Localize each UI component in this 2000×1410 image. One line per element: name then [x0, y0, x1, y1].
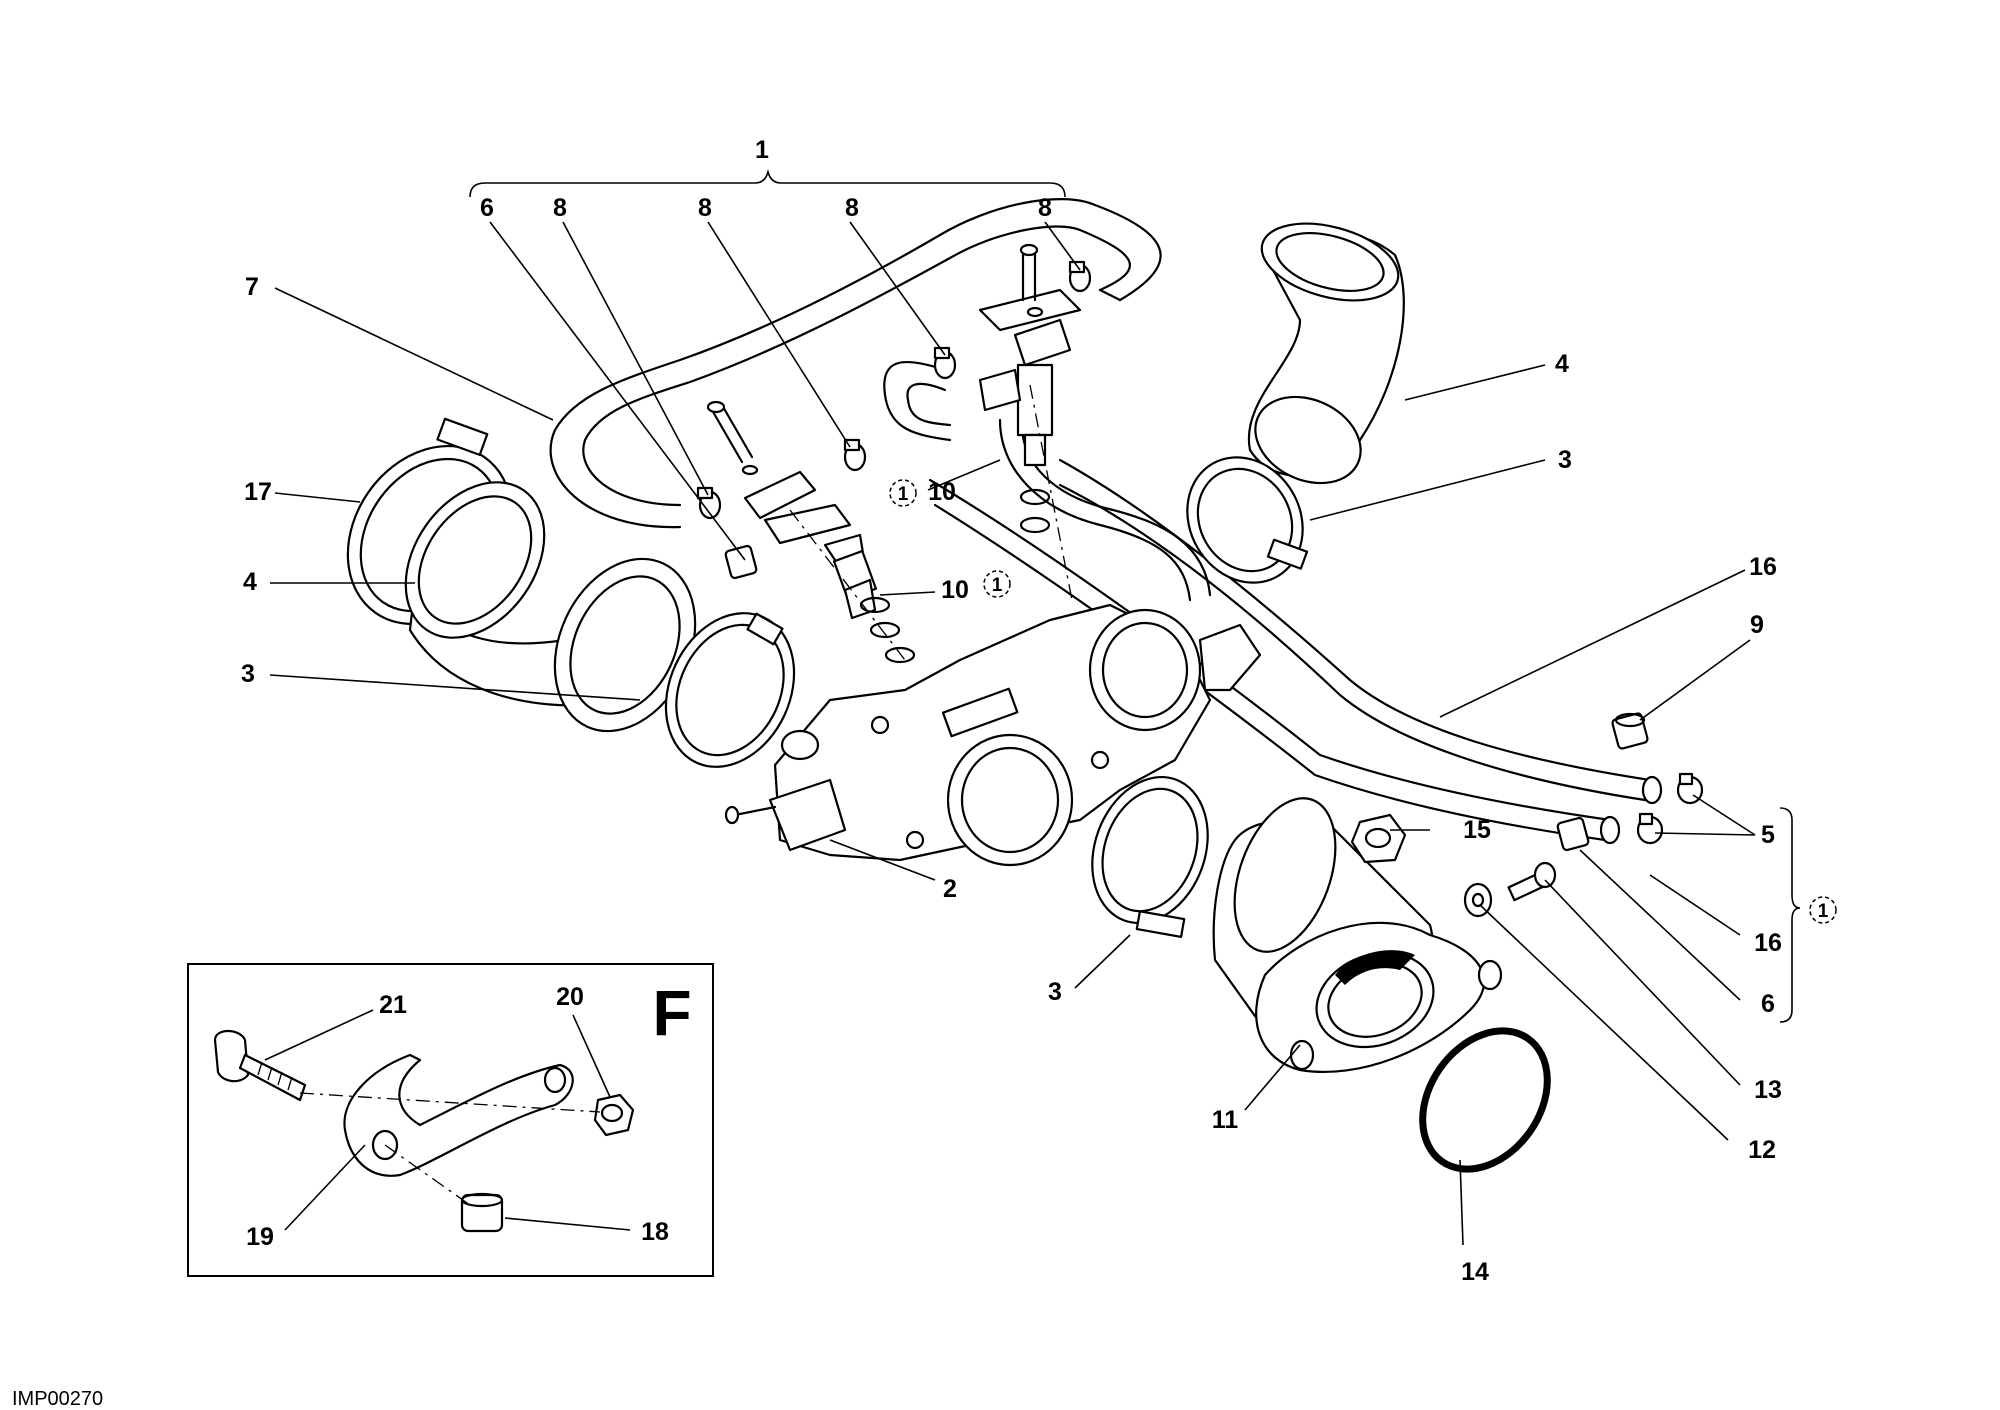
callout-3-right: 3: [1558, 446, 1572, 474]
callout-17: 17: [244, 478, 272, 506]
axis-left-injector: [789, 509, 906, 661]
callout-20: 20: [556, 983, 584, 1011]
callout-3-lower: 3: [1048, 978, 1062, 1006]
callout-13: 13: [1754, 1076, 1782, 1104]
hose-clamp-8d: [1068, 260, 1092, 293]
throttle-screw: [724, 805, 777, 825]
callout-12: 12: [1748, 1136, 1776, 1164]
inset-letter: F: [652, 977, 691, 1049]
callout-10-lower: 10: [941, 576, 969, 604]
callout-1: 1: [755, 136, 769, 164]
hose-clamp-8c: [933, 346, 957, 380]
screw-right: [1019, 243, 1039, 302]
hose-clamp-8b: [843, 438, 867, 472]
callout-8-a: 8: [553, 194, 567, 222]
clamp-3-lower: [1091, 775, 1209, 938]
screw-left: [706, 400, 754, 464]
svg-text:1: 1: [992, 575, 1003, 596]
throttle-body-2: [768, 603, 1262, 867]
callout-9: 9: [1750, 611, 1764, 639]
callout-6-right: 6: [1761, 990, 1775, 1018]
washer-12: [1463, 882, 1493, 918]
inset-leader-19: [284, 1144, 366, 1231]
hose-16-lower-end: [1599, 815, 1621, 845]
group-bracket-right: [1779, 807, 1801, 1023]
hose-16-upper-end: [1641, 775, 1663, 805]
callout-21: 21: [379, 991, 407, 1019]
clamp-5b: [1636, 812, 1664, 845]
callout-14: 14: [1461, 1258, 1489, 1286]
group-1-brace: [469, 168, 1066, 198]
cap-6-left: [724, 544, 758, 580]
intake-boot-4-left: [404, 481, 697, 733]
callout-15: 15: [1463, 816, 1491, 844]
callout-10-upper: 10: [928, 478, 956, 506]
bolt-21: [213, 1029, 307, 1102]
o-rings-10-left: [859, 596, 916, 664]
inset-axis: [299, 1092, 601, 1113]
spacer-18: [460, 1192, 504, 1233]
fuel-hose-7-inner: [582, 225, 1131, 507]
small-hose-left-b: [906, 382, 952, 427]
callout-6-top: 6: [480, 194, 494, 222]
bracket-19: [343, 1053, 574, 1177]
callout-8-c: 8: [845, 194, 859, 222]
hose-7-end-cap: [1098, 288, 1122, 302]
hose-16-lower-b: [933, 503, 1607, 842]
hose-16-upper-b: [1058, 483, 1647, 802]
circled-ref-1-c: 1: [1809, 896, 1837, 924]
clamp-3-left: [664, 612, 796, 768]
callout-4-left: 4: [243, 568, 257, 596]
small-hose-right-b: [1020, 423, 1212, 597]
hose-clamp-8a: [696, 486, 722, 520]
callout-4-right: 4: [1555, 350, 1569, 378]
callout-18: 18: [641, 1218, 669, 1246]
nut-20: [593, 1093, 635, 1137]
inset-leader-18: [504, 1217, 631, 1231]
hose-16-lower: [928, 478, 1612, 822]
inset-detail-f: F 21 20 19 18: [187, 963, 714, 1277]
screw-13: [1507, 861, 1557, 902]
svg-text:1: 1: [1818, 901, 1829, 922]
axis-right-injector: [1029, 384, 1073, 601]
leader-lines: [269, 221, 1756, 1246]
callout-8-d: 8: [1038, 194, 1052, 222]
callout-16-lower: 16: [1754, 929, 1782, 957]
inset-leader-21: [264, 1009, 374, 1061]
spacer-15: [1350, 813, 1407, 864]
svg-text:1: 1: [898, 484, 909, 505]
callout-3-left: 3: [241, 660, 255, 688]
callout-5: 5: [1761, 821, 1775, 849]
callout-2: 2: [943, 875, 957, 903]
callout-11: 11: [1212, 1106, 1239, 1134]
fuel-rail-left: [743, 470, 878, 620]
o-rings-10-right: [1019, 488, 1051, 534]
callout-7: 7: [245, 273, 259, 301]
small-hose-left: [883, 360, 952, 442]
washer-right: [1026, 306, 1044, 318]
o-ring-14: [1419, 1027, 1551, 1173]
callout-16-upper: 16: [1749, 553, 1777, 581]
circled-ref-1-b: 1: [983, 570, 1011, 598]
circled-ref-1-a: 1: [889, 479, 917, 507]
cap-9: [1611, 712, 1649, 750]
clamp-3-right-upper: [1186, 456, 1309, 584]
small-hose-right: [998, 418, 1192, 602]
callout-19: 19: [246, 1223, 274, 1251]
intake-boot-4-right: [1247, 222, 1405, 485]
fuel-hose-7: [549, 198, 1162, 529]
inset-leader-20: [572, 1014, 611, 1098]
fuel-rail-right: [978, 288, 1082, 467]
washer-left: [741, 464, 759, 476]
document-code: IMP00270: [12, 1388, 103, 1410]
hose-16-upper: [1058, 458, 1652, 782]
cap-6-right: [1556, 816, 1590, 852]
callout-8-b: 8: [698, 194, 712, 222]
